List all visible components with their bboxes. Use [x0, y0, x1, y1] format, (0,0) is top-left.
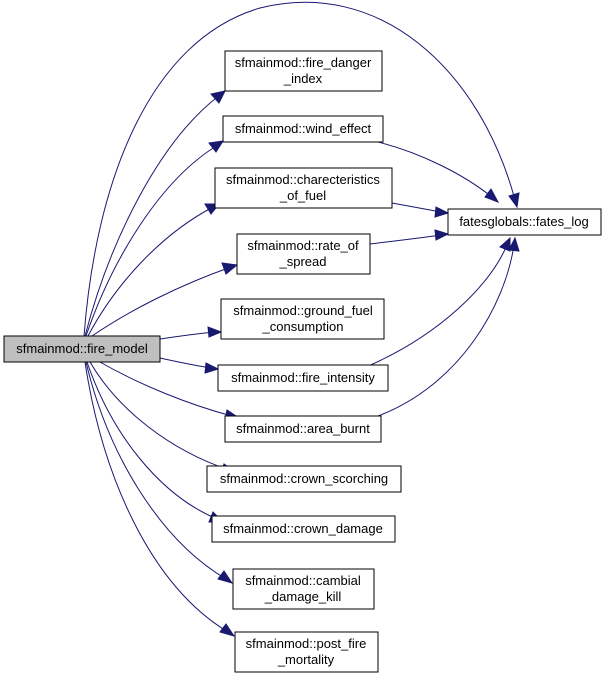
edge-charecteristics-to-fates-log: [391, 202, 442, 213]
edge-fire-model-to-fates-log: [83, 1, 516, 337]
arrowhead: [210, 90, 226, 104]
node-crown-scorching[interactable]: sfmainmod::crown_scorching: [206, 465, 402, 493]
node-box: [222, 115, 384, 143]
node-label: sfmainmod::post_fire: [246, 636, 367, 651]
node-area-burnt[interactable]: sfmainmod::area_burnt: [224, 415, 382, 443]
edge-rate-of-spread-to-fates-log: [369, 234, 442, 245]
edge-fire-model-to-fire-intensity: [159, 357, 212, 369]
node-wind-effect[interactable]: sfmainmod::wind_effect: [222, 115, 384, 143]
node-ground-fuel-consumption[interactable]: sfmainmod::ground_fuel _consumption: [220, 298, 385, 340]
node-box: [447, 208, 602, 236]
node-box: [234, 631, 379, 673]
node-label: _consumption: [262, 319, 344, 334]
arrowhead: [508, 192, 520, 209]
node-label: sfmainmod::ground_fuel: [233, 303, 373, 318]
node-label: _index: [283, 71, 323, 86]
node-label: sfmainmod::wind_effect: [235, 121, 372, 136]
arrowhead: [204, 362, 220, 374]
arrowhead: [221, 262, 239, 275]
node-box: [214, 167, 393, 209]
node-label: sfmainmod::rate_of: [247, 238, 359, 253]
node-box: [224, 50, 383, 92]
node-box: [224, 415, 382, 443]
edge-fire-model-to-area-burnt: [99, 361, 233, 417]
arrowhead: [208, 140, 225, 153]
edge-area-burnt-to-fates-log: [377, 244, 515, 417]
edge-fire-model-to-crown-damage: [86, 361, 218, 520]
edge-fire-intensity-to-fates-log: [365, 244, 508, 368]
node-label: sfmainmod::crown_damage: [223, 521, 383, 536]
node-label: sfmainmod::fire_model: [16, 341, 148, 356]
edge-fire-model-to-ground-fuel-consumption: [159, 331, 215, 340]
edge-fire-model-to-fire-danger-index: [84, 94, 221, 337]
node-fire-intensity[interactable]: sfmainmod::fire_intensity: [217, 364, 389, 392]
node-label: _damage_kill: [264, 589, 342, 604]
arrowhead: [434, 206, 450, 218]
arrowhead: [217, 570, 234, 584]
arrowhead: [207, 326, 223, 338]
node-label: sfmainmod::fire_intensity: [231, 370, 375, 385]
node-box: [220, 298, 385, 340]
node-post-fire-mortality[interactable]: sfmainmod::post_fire _mortality: [234, 631, 379, 673]
node-box: [206, 465, 402, 493]
node-box: [236, 233, 371, 275]
node-fire-danger-index[interactable]: sfmainmod::fire_danger _index: [224, 50, 383, 92]
node-box: [211, 515, 396, 543]
node-label: fatesglobals::fates_log: [459, 214, 588, 229]
node-label: sfmainmod::area_burnt: [236, 421, 370, 436]
edge-fire-model-to-rate-of-spread: [91, 266, 232, 337]
node-box: [3, 335, 161, 363]
arrowhead: [434, 229, 450, 241]
node-fates-log[interactable]: fatesglobals::fates_log: [447, 208, 602, 236]
node-label: _of_fuel: [279, 188, 326, 203]
node-box: [217, 364, 389, 392]
edge-fire-model-to-crown-scorching: [89, 361, 230, 471]
edge-fire-model-to-charecteristics-of-fuel: [87, 206, 214, 337]
node-box: [232, 568, 375, 610]
arrowhead: [219, 623, 236, 637]
node-cambial-damage-kill[interactable]: sfmainmod::cambial _damage_kill: [232, 568, 375, 610]
node-label: sfmainmod::charecteristics: [226, 172, 380, 187]
arrowhead: [484, 188, 500, 203]
arrowhead: [499, 236, 511, 252]
node-fire-model[interactable]: sfmainmod::fire_model: [3, 335, 161, 363]
edge-fire-model-to-wind-effect: [85, 144, 219, 337]
edge-fire-model-to-post-fire-mortality: [84, 361, 229, 633]
edge-fire-model-to-cambial-damage-kill: [85, 361, 227, 580]
node-rate-of-spread[interactable]: sfmainmod::rate_of _spread: [236, 233, 371, 275]
node-charecteristics-of-fuel[interactable]: sfmainmod::charecteristics _of_fuel: [214, 167, 393, 209]
arrowhead: [508, 236, 520, 252]
node-label: sfmainmod::fire_danger: [235, 55, 372, 70]
node-label: _mortality: [277, 652, 335, 667]
node-label: _spread: [279, 254, 327, 269]
node-label: sfmainmod::cambial: [245, 573, 361, 588]
node-crown-damage[interactable]: sfmainmod::crown_damage: [211, 515, 396, 543]
edge-wind-effect-to-fates-log: [373, 140, 494, 199]
node-label: sfmainmod::crown_scorching: [220, 471, 388, 486]
